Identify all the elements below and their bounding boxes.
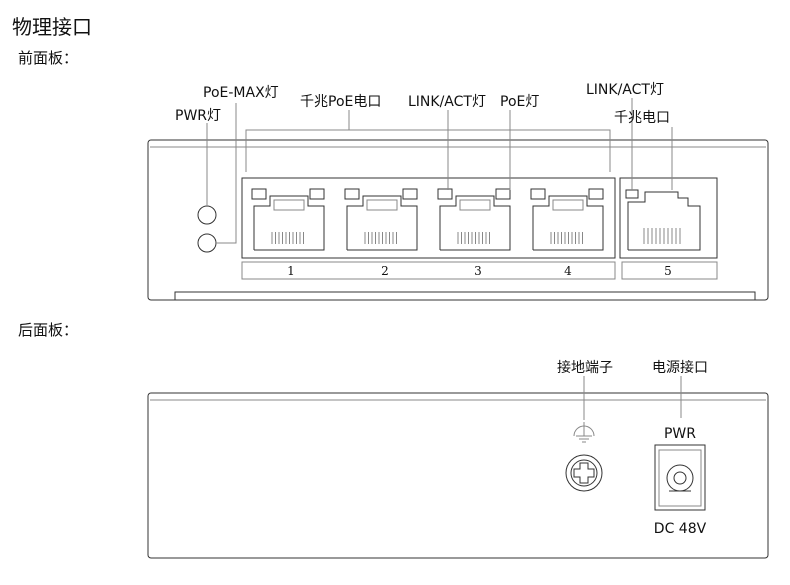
ground-terminal-label: 接地端子 (557, 359, 613, 376)
link-act-led-5 (625, 189, 639, 199)
ground-screw-icon (565, 454, 603, 492)
poe-port-4 (530, 188, 604, 251)
ground-symbol-icon (573, 422, 595, 443)
port-number-2: 2 (381, 264, 389, 278)
gigabit-poe-ports-label: 千兆PoE电口 (300, 94, 381, 110)
port-5 (625, 189, 701, 251)
link-act-led (530, 188, 546, 200)
link-act-led (251, 188, 267, 200)
poe-led-label: PoE灯 (500, 94, 539, 110)
rear-panel: 接地端子 电源接口 PWR DC 48V (147, 359, 769, 559)
poe-led (309, 188, 325, 200)
port-number-1: 1 (287, 264, 295, 278)
voltage-label: DC 48V (654, 521, 707, 537)
poe-max-led (197, 233, 217, 253)
poe-max-led-label: PoE-MAX灯 (203, 85, 279, 101)
front-panel-heading: 前面板： (18, 49, 78, 67)
link-act-led-5-label: LINK/ACT灯 (586, 82, 664, 98)
poe-port-1 (251, 188, 325, 251)
pwr-led (197, 205, 217, 225)
gigabit-port-label: 千兆电口 (614, 110, 670, 126)
front-panel (147, 139, 769, 301)
port-number-4: 4 (564, 264, 572, 278)
pwr-led-label: PWR灯 (175, 108, 221, 124)
port-number-3: 3 (474, 264, 482, 278)
poe-led (495, 188, 511, 200)
rear-panel-heading: 后面板： (18, 321, 78, 339)
power-port-label: 电源接口 (652, 359, 708, 376)
link-act-led (344, 188, 360, 200)
port-number-5: 5 (664, 264, 672, 278)
link-act-led-label: LINK/ACT灯 (408, 94, 486, 110)
poe-led (588, 188, 604, 200)
poe-led (402, 188, 418, 200)
poe-port-2 (344, 188, 418, 251)
page-title: 物理接口 (12, 15, 92, 39)
poe-port-3 (437, 188, 511, 251)
dc-power-jack (654, 444, 706, 511)
link-act-led (437, 188, 453, 200)
front-callouts: PWR灯 PoE-MAX灯 千兆PoE电口 LINK/ACT灯 PoE灯 LIN… (175, 82, 673, 244)
pwr-label: PWR (664, 426, 696, 442)
